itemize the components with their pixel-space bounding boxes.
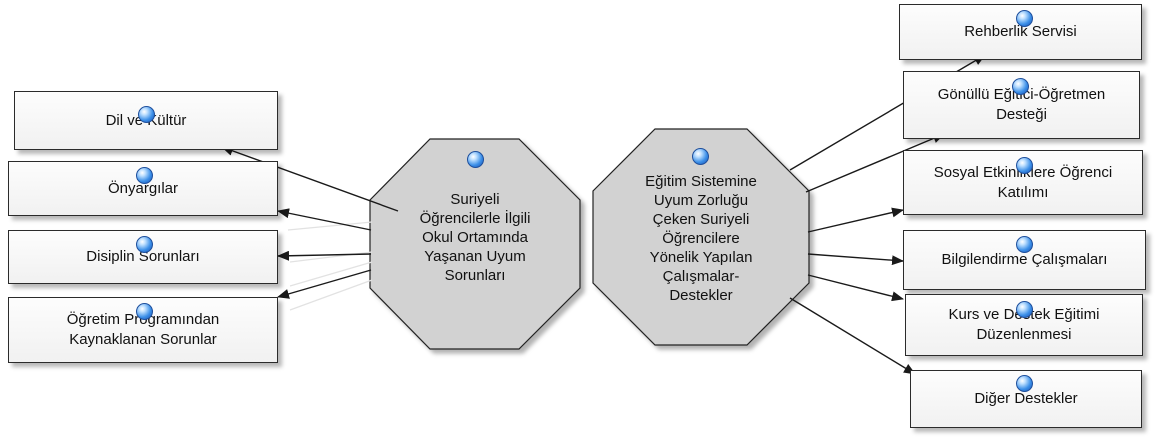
- ghost-arrow: [289, 261, 373, 287]
- bubble-icon: [136, 167, 153, 184]
- bubble-icon: [136, 303, 153, 320]
- bubble-icon: [467, 151, 484, 168]
- arrow-to-dil-kultur: [221, 146, 399, 212]
- arrow-to-kurs: [807, 274, 904, 302]
- bubble-icon: [1016, 10, 1033, 27]
- center-right-text: Eğitim Sistemine Uyum Zorluğu Çeken Suri…: [645, 173, 757, 304]
- arrow-to-onyargilar: [277, 208, 372, 231]
- bubble-icon: [1016, 157, 1033, 174]
- box-dil-kultur: Dil ve Kültür: [14, 91, 278, 150]
- box-disiplin-sorunlari: Disiplin Sorunları: [8, 230, 278, 284]
- bubble-icon: [1016, 301, 1033, 318]
- arrow-to-diger: [789, 297, 916, 375]
- box-gonullu-egitici: Gönüllü Eğitici-Öğretmen Desteği: [903, 71, 1140, 139]
- arrow-to-disiplin: [277, 250, 372, 261]
- ghost-arrow: [287, 221, 373, 231]
- bubble-icon: [1016, 236, 1033, 253]
- ghost-arrow: [289, 251, 373, 263]
- center-right-octagon: [592, 128, 810, 346]
- arrow-to-gonullu: [805, 133, 945, 193]
- arrow-to-sosyal: [807, 207, 904, 233]
- box-kurs-destek: Kurs ve Destek Eğitimi Düzenlenmesi: [905, 294, 1143, 356]
- ghost-arrow: [289, 279, 373, 311]
- bubble-icon: [1016, 375, 1033, 392]
- bubble-icon: [692, 148, 709, 165]
- arrow-to-bilgilendirme: [807, 253, 904, 266]
- box-onyargilar: Önyargılar: [8, 161, 278, 216]
- bubble-icon: [136, 236, 153, 253]
- bubble-icon: [1012, 78, 1029, 95]
- center-left-text: Suriyeli Öğrencilerle İlgili Okul Ortamı…: [419, 191, 531, 284]
- bubble-icon: [138, 106, 155, 123]
- arrow-to-ogretim-programi: [277, 269, 372, 299]
